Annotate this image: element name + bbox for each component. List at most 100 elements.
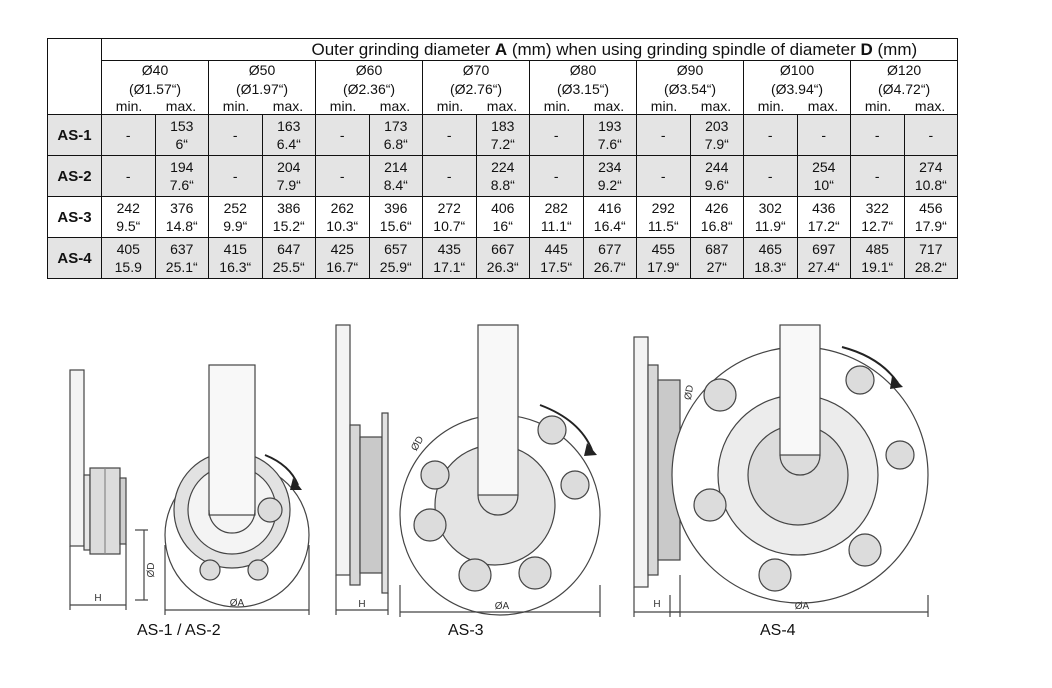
- value-mm: 396: [384, 200, 408, 216]
- min-max-header: min.max.: [315, 99, 423, 115]
- row-header: AS-3: [47, 196, 102, 238]
- value-inch: 9.6“: [704, 177, 729, 193]
- value-inch: 7.6“: [597, 136, 622, 152]
- max-label: max.: [807, 98, 839, 114]
- value-inch: 9.5“: [116, 218, 141, 234]
- value-inch: 10.3“: [326, 218, 359, 234]
- value-cell: -: [850, 155, 905, 197]
- value-mm: 637: [170, 241, 194, 257]
- spindle-diameter-inch: (Ø2.76“): [422, 80, 530, 99]
- value-mm: 282: [544, 200, 568, 216]
- value-inch: 11.9“: [754, 218, 786, 234]
- value-mm: 485: [865, 241, 889, 257]
- value-mm: 416: [598, 200, 622, 216]
- as3-illustration: H ØD ØA: [335, 324, 601, 617]
- row-header: AS-4: [47, 237, 102, 279]
- spindle-diameter-inch: (Ø1.97“): [208, 80, 316, 99]
- value-mm: 214: [384, 159, 408, 175]
- value-cell: -: [315, 155, 370, 197]
- value-mm: 465: [758, 241, 782, 257]
- value-mm: 406: [491, 200, 515, 216]
- min-label: min.: [757, 98, 785, 114]
- grinding-diameter-table: Outer grinding diameter A (mm) when usin…: [47, 38, 959, 279]
- value-mm: 426: [705, 200, 729, 216]
- value-mm: 234: [598, 159, 622, 175]
- max-label: max.: [272, 98, 304, 114]
- value-mm: -: [553, 127, 559, 143]
- spindle-diameter-header: Ø100: [743, 60, 851, 80]
- value-inch: 7.2“: [490, 136, 515, 152]
- value-cell: -: [796, 114, 851, 156]
- value-inch: 11.5“: [647, 218, 679, 234]
- dim-label-d: ØD: [146, 563, 157, 578]
- max-label: max.: [700, 98, 732, 114]
- row-header: AS-1: [47, 114, 102, 156]
- value-mm: 244: [705, 159, 729, 175]
- caption-as1-as2: AS-1 / AS-2: [137, 622, 221, 639]
- spindle-diameter-inch: (Ø2.36“): [315, 80, 423, 99]
- value-inch: 26.7“: [593, 259, 626, 275]
- min-label: min.: [650, 98, 678, 114]
- value-mm: -: [928, 127, 934, 143]
- caption-as3: AS-3: [448, 622, 484, 639]
- value-mm: 376: [170, 200, 194, 216]
- value-inch: 16.8“: [700, 218, 733, 234]
- value-inch: 15.9: [114, 259, 142, 275]
- spindle-diameter-header: Ø60: [315, 60, 423, 80]
- value-inch: 17.2“: [807, 218, 840, 234]
- value-mm: 322: [865, 200, 889, 216]
- value-inch: 28.2“: [914, 259, 947, 275]
- value-inch: 16.3“: [219, 259, 252, 275]
- as1-as2-illustration: H ØD ØA: [69, 364, 310, 615]
- value-inch: 9.9“: [223, 218, 248, 234]
- value-mm: 224: [491, 159, 515, 175]
- value-mm: -: [125, 168, 131, 184]
- value-inch: 17.9“: [914, 218, 947, 234]
- spindle-diameter-header: Ø40: [101, 60, 209, 80]
- value-mm: -: [874, 127, 880, 143]
- value-cell: -: [529, 155, 584, 197]
- value-mm: -: [446, 127, 452, 143]
- value-cell: -: [743, 114, 798, 156]
- value-mm: 697: [812, 241, 836, 257]
- value-cell: 194 7.6“: [154, 155, 209, 197]
- spindle-diameter-header: Ø70: [422, 60, 530, 80]
- value-mm: 445: [544, 241, 568, 257]
- value-mm: 194: [170, 159, 194, 175]
- min-max-header: min.max.: [849, 99, 959, 115]
- value-inch: 15.6“: [379, 218, 412, 234]
- value-inch: 7.6“: [169, 177, 194, 193]
- value-inch: 17.1“: [433, 259, 466, 275]
- value-mm: 415: [223, 241, 247, 257]
- value-inch: 25.9“: [379, 259, 412, 275]
- value-inch: 17.5“: [540, 259, 573, 275]
- drawing-as1-as2: H ØD ØA: [60, 360, 310, 620]
- value-mm: 203: [705, 118, 729, 134]
- value-cell: -: [101, 114, 156, 156]
- value-cell: -: [208, 114, 263, 156]
- value-inch: 8.4“: [383, 177, 408, 193]
- value-cell: -: [315, 114, 370, 156]
- value-inch: 15.2“: [272, 218, 305, 234]
- min-max-header: min.max.: [422, 99, 530, 115]
